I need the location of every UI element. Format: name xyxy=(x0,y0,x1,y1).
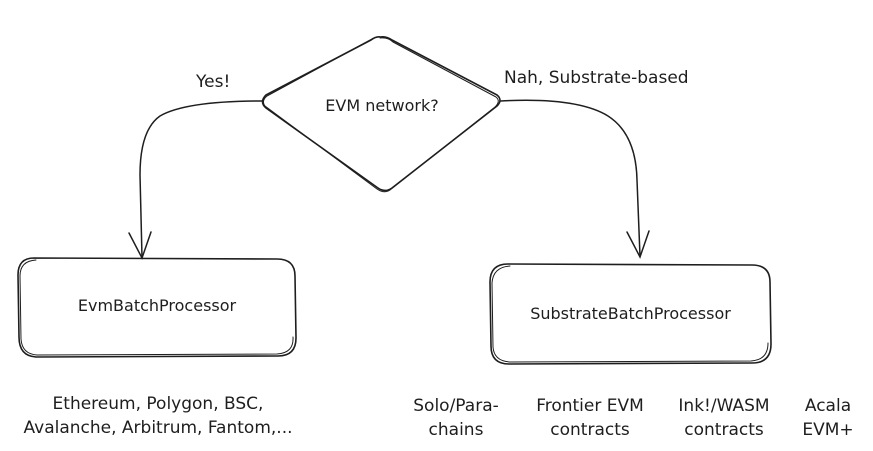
substrate-target-line-1: Ink!/WASM xyxy=(678,396,770,416)
decision-diamond[interactable] xyxy=(261,36,501,193)
no-arrow xyxy=(500,99,650,259)
substrate-processor-label: SubstrateBatchProcessor xyxy=(530,304,731,323)
substrate-target-line-2: chains xyxy=(428,420,484,440)
substrate-processor-box[interactable] xyxy=(489,263,772,365)
substrate-target-line-2: contracts xyxy=(550,420,630,440)
substrate-target-line-1: Acala xyxy=(804,396,852,416)
substrate-target-line-1: Frontier EVM xyxy=(536,396,644,416)
evm-networks-line-2: Avalanche, Arbitrum, Fantom,... xyxy=(23,418,293,438)
evm-processor-box[interactable] xyxy=(17,257,297,358)
substrate-target-solo-para: Solo/Para- chains xyxy=(400,394,512,442)
substrate-target-ink-wasm: Ink!/WASM contracts xyxy=(668,394,780,442)
evm-processor-label: EvmBatchProcessor xyxy=(77,296,237,315)
substrate-target-frontier-evm: Frontier EVM contracts xyxy=(524,394,656,442)
substrate-target-line-2: EVM+ xyxy=(802,420,854,440)
yes-label: Yes! xyxy=(196,72,231,92)
evm-networks-line-1: Ethereum, Polygon, BSC, xyxy=(52,394,264,414)
substrate-target-line-1: Solo/Para- xyxy=(413,396,499,416)
no-label: Nah, Substrate-based xyxy=(504,68,689,88)
yes-arrow xyxy=(128,100,263,260)
evm-networks-note: Ethereum, Polygon, BSC, Avalanche, Arbit… xyxy=(8,392,308,440)
decision-question: EVM network? xyxy=(325,96,439,115)
substrate-target-line-2: contracts xyxy=(684,420,764,440)
substrate-target-acala-evm: Acala EVM+ xyxy=(792,394,864,442)
